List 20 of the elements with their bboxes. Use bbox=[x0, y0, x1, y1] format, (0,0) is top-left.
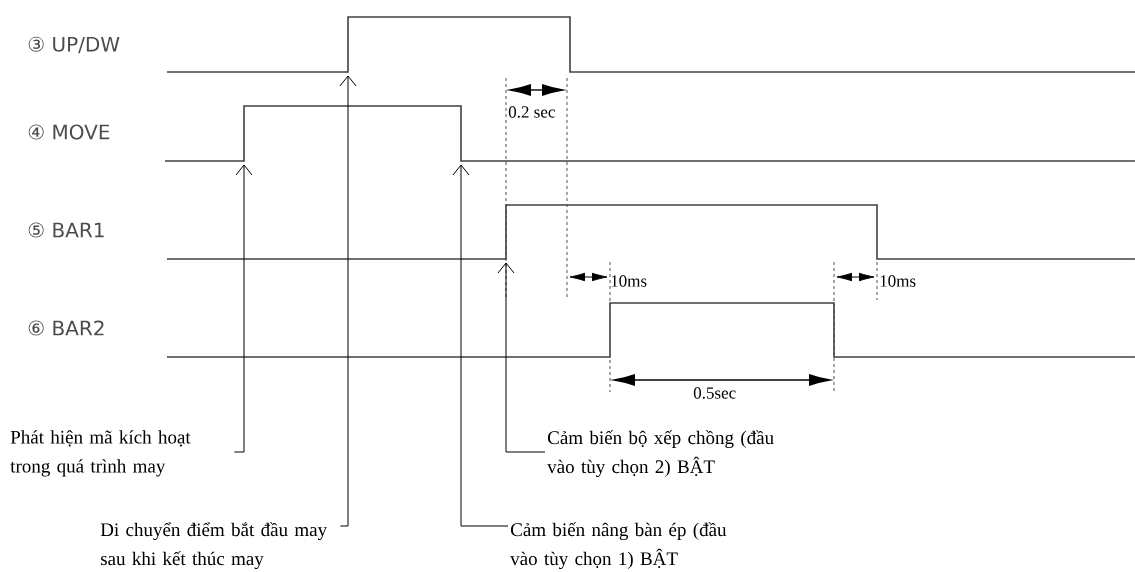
annotation-text: Cảm biến nâng bàn ép (đầu vào tùy chọn 1) BẬT bbox=[510, 522, 727, 570]
waveform bbox=[166, 302, 1135, 358]
annotation-text: Phát hiện mã kích hoạt trong quá trình may bbox=[10, 430, 191, 477]
signal-name: ④ MOVE bbox=[28, 124, 110, 140]
signal-name: ⑤ BAR1 bbox=[28, 222, 104, 238]
dimension-label: 0.5sec bbox=[693, 387, 736, 399]
signal-name: ③ UP/DW bbox=[28, 36, 120, 54]
waveform bbox=[166, 204, 1135, 260]
annotation-text: Di chuyển điểm bắt đầu may sau khi kết thúc may bbox=[100, 522, 328, 570]
leader-line bbox=[339, 75, 357, 527]
annotation-text: Cảm biến bộ xếp chồng (đầu vào tùy chọn 2) BẬT bbox=[547, 430, 774, 478]
dimension-label: 10ms bbox=[880, 275, 916, 287]
dimension-label: 0.2 sec bbox=[508, 106, 555, 118]
waveform bbox=[164, 105, 1135, 162]
leader-line bbox=[233, 164, 253, 453]
leader-line bbox=[497, 262, 546, 453]
dimension-label: 10ms bbox=[611, 275, 647, 287]
signal-name: ⑥ BAR2 bbox=[28, 320, 104, 336]
waveform bbox=[166, 16, 1135, 73]
leader-line bbox=[452, 164, 509, 527]
